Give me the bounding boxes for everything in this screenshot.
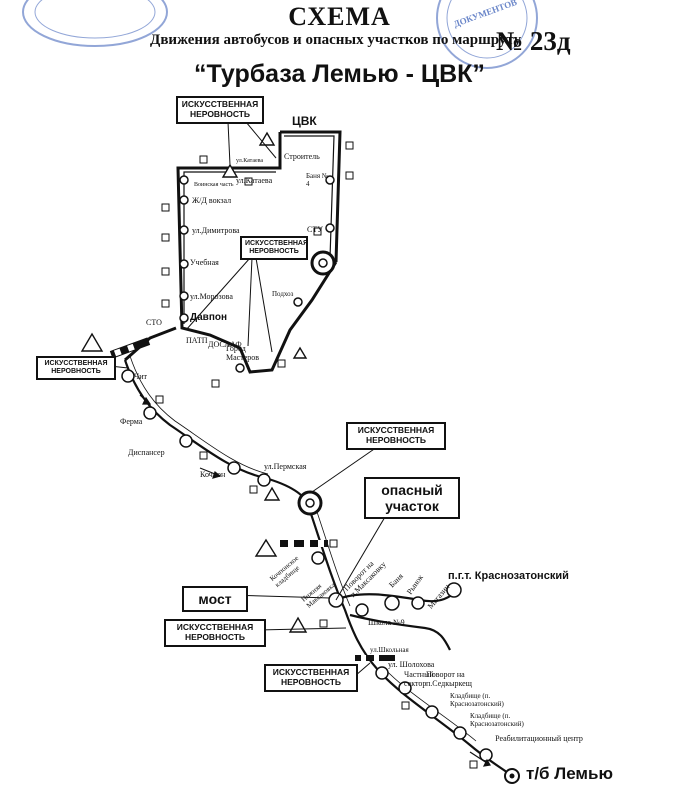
stop-banya4: Баня № 4 (306, 172, 329, 188)
stop-sholokhova: ул. Шолохова (388, 660, 435, 669)
stop-dosaaf: ДОСААФ (208, 340, 242, 349)
stop-stu: СТУ (307, 225, 323, 234)
page-title: СХЕМА (288, 2, 391, 31)
stop-kladbische-2: Кладбище (п. Краснозатонский) (470, 712, 524, 728)
city-loop-route (124, 130, 342, 374)
callout-top: искусственная неровность (176, 96, 264, 124)
stop-krasnozatonsky: п.г.т. Краснозатонский (448, 570, 569, 582)
stop-sto: СТО (146, 318, 162, 327)
stop-dimitrova: ул.Димитрова (192, 226, 240, 235)
stop-kochpon: Кочпон (200, 470, 226, 479)
road-to-krasnozatonsky (123, 359, 513, 777)
stop-katayeva: ул.Катаева (236, 176, 273, 185)
stop-katayeva-small: ул.Катаева (236, 158, 264, 164)
stamp-left (22, 0, 168, 47)
stop-kladbische-1: Кладбище (п. Краснозатонский) (450, 692, 504, 708)
stop-reabil: Реабилитационный центр (495, 734, 583, 743)
callout-left: искусственная неровность (36, 356, 116, 381)
stop-stroitel: Строитель (284, 152, 320, 161)
terminal-lemyu (504, 768, 520, 784)
callout-bottom-left: искусственная неровность (264, 664, 358, 692)
stop-markers (121, 175, 493, 762)
callout-bridge: мост (182, 586, 248, 613)
stop-zhd: Ж/Д вокзал (192, 196, 232, 205)
stop-voinskaya: Воинская часть (194, 182, 234, 188)
stop-shkola9: Школа №9 (368, 618, 405, 627)
stop-dispanser: Диспансер (128, 448, 165, 457)
stop-shkolnaya: ул.Школьная (370, 646, 409, 654)
page-subtitle: Движения автобусов и опасных участков по… (150, 32, 522, 48)
callout-center: искусственная неровность (240, 236, 308, 261)
road-signs (155, 141, 478, 769)
callout-lower-left: искусственная неровность (164, 619, 266, 647)
stamp-right (436, 0, 538, 69)
callout-lines (109, 121, 396, 683)
warning-triangles (80, 131, 308, 633)
stop-ferma: Ферма (120, 417, 143, 426)
callout-middle-right: искусственная неровность (346, 422, 446, 450)
stop-lemyu: т/б Лемью (526, 764, 613, 783)
rail-crossing-middle (280, 540, 328, 547)
stop-uchebnaya: Учебная (190, 258, 219, 267)
stop-podkhoz: Подхоз (272, 290, 294, 298)
route-name: “Турбаза Лемью - ЦВК” (194, 60, 485, 88)
stop-povorot-sedkyrkesh: Поворот на п.Седкыркещ (426, 670, 472, 688)
rail-crossing-top (109, 337, 151, 359)
callout-dangerous-section: опасный участок (364, 477, 460, 520)
route-number: № 23д (496, 26, 571, 56)
roundabout-permskaya (297, 490, 323, 516)
stop-gorod-masterov: Город Мастеров (226, 344, 260, 362)
stop-chastny: Частный сектор (404, 670, 434, 688)
stop-permskaya: ул.Пермская (264, 462, 307, 471)
stop-chit: Чит (134, 372, 147, 381)
stop-cvk: ЦВК (292, 114, 317, 128)
stop-davpon: Давпон (190, 312, 228, 323)
stop-morozova: ул.Морозова (190, 292, 233, 301)
stop-patp: ПАТП (186, 336, 208, 345)
direction-arrows (139, 394, 491, 767)
roundabout-stu (310, 250, 336, 276)
city-loop-inner (183, 135, 335, 324)
rail-crossing-bottom (355, 655, 395, 661)
